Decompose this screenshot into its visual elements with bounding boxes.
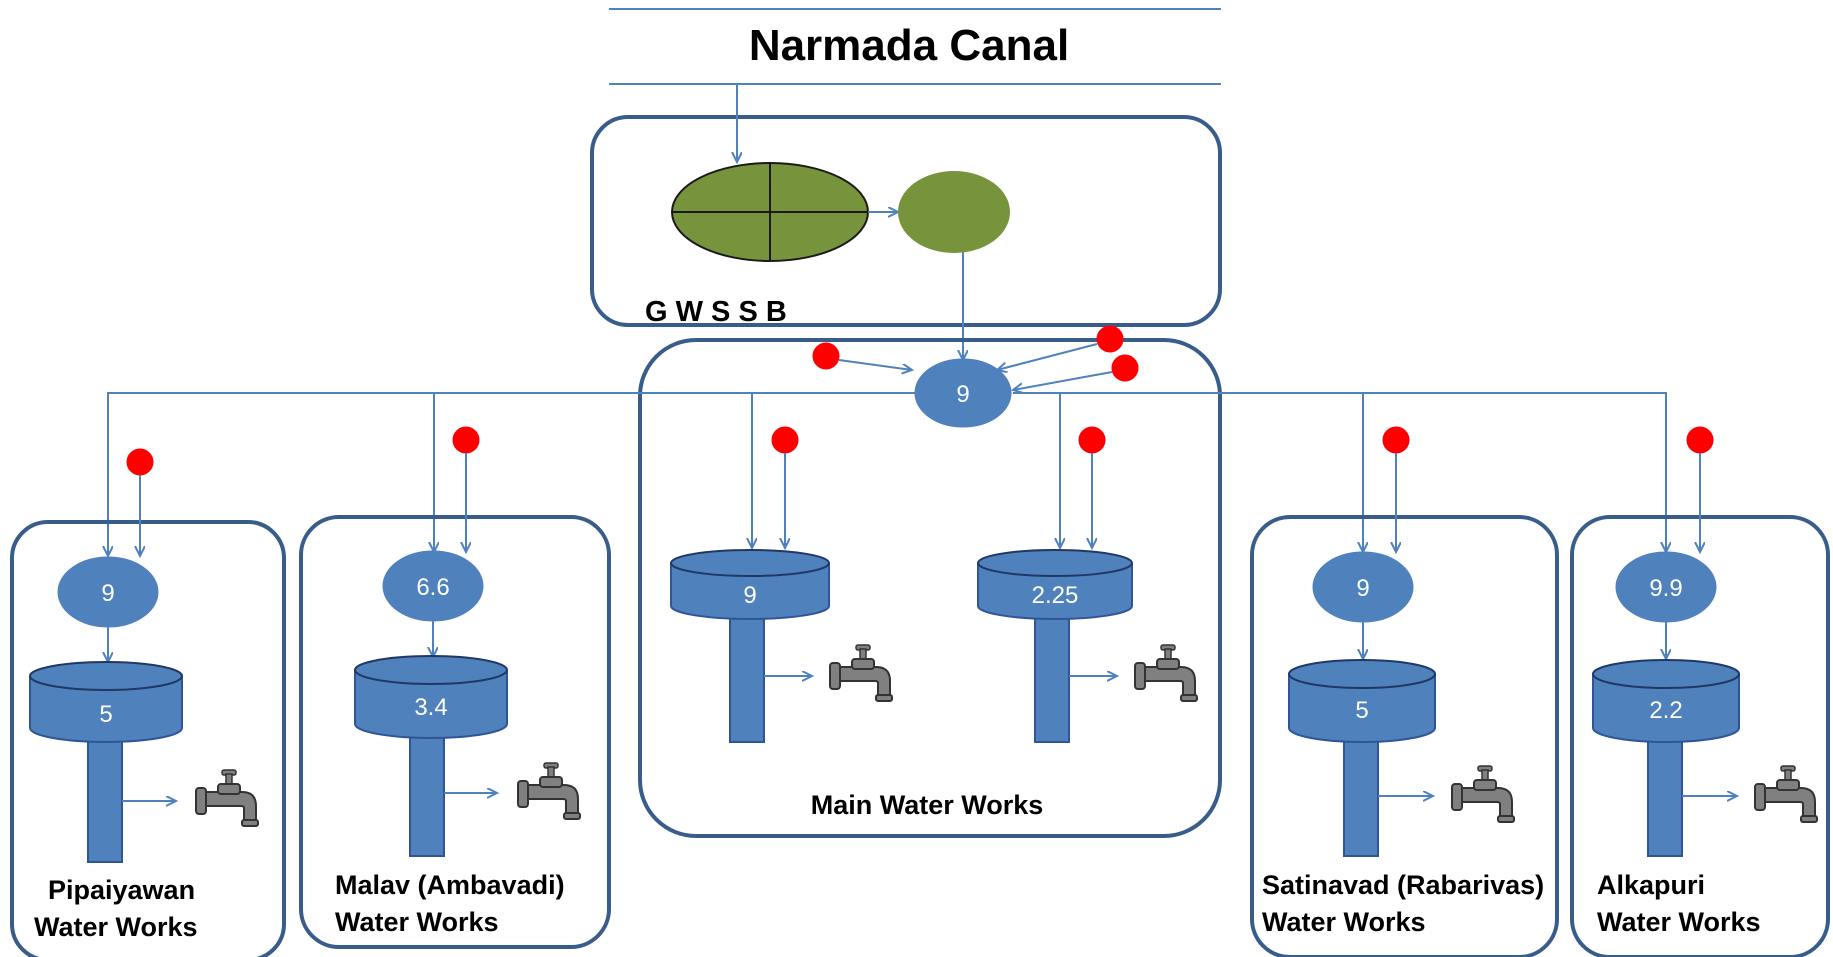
- water-source-dot: [1078, 426, 1106, 454]
- narmada-canal-header: Narmada Canal: [609, 8, 1221, 85]
- gwssb-label: G W S S B: [645, 296, 787, 328]
- main-water-works-label: Main Water Works: [811, 790, 1044, 820]
- water-source-dot: [812, 342, 840, 370]
- malav-label-line1: Malav (Ambavadi): [335, 870, 565, 900]
- gwssb-box: G W S S B: [590, 84, 1222, 360]
- alkapuri-label-line2: Water Works: [1597, 907, 1761, 937]
- satinavad-label-line1: Satinavad (Rabarivas): [1262, 870, 1544, 900]
- water-tap-icon: [829, 644, 893, 702]
- satinavad-label-line2: Water Works: [1262, 907, 1426, 937]
- water-source-dot: [1686, 426, 1714, 454]
- page-title: Narmada Canal: [749, 21, 1069, 70]
- water-source-dot: [1382, 426, 1410, 454]
- malav-label-line2: Water Works: [335, 907, 499, 937]
- distribution-pipe: [108, 392, 1666, 556]
- pipaiyawan-tank-value: 5: [99, 701, 112, 728]
- water-source-dot: [771, 426, 799, 454]
- satinavad-sump-value: 9: [1356, 575, 1369, 602]
- works-box-pipaiyawan: 9 5 Pipaiyawan Water Works: [10, 448, 286, 957]
- main-tank-2-value: 2.25: [1032, 582, 1079, 609]
- water-tap-icon: [1451, 765, 1515, 823]
- works-box-malav: 6.6 3.4 Malav (Ambavadi) Water Works: [299, 426, 611, 949]
- water-tap-icon: [1754, 765, 1818, 823]
- water-tap-icon: [195, 769, 259, 827]
- water-source-dot: [452, 426, 480, 454]
- water-source-dot: [1096, 325, 1124, 353]
- works-box-satinavad: 9 5 Satinavad (Rabarivas) Water Works: [1250, 426, 1559, 957]
- alkapuri-tank-value: 2.2: [1649, 697, 1682, 724]
- malav-tank-value: 3.4: [414, 694, 447, 721]
- works-box-alkapuri: 9.9 2.2 Alkapuri Water Works: [1570, 426, 1830, 957]
- pipaiyawan-sump-value: 9: [101, 580, 114, 607]
- pipaiyawan-label-line1: Pipaiyawan: [48, 875, 195, 905]
- pipaiyawan-label-line2: Water Works: [34, 912, 198, 942]
- water-source-dot: [126, 448, 154, 476]
- main-tank-1-value: 9: [743, 582, 756, 609]
- clear-water-reservoir-icon: [898, 171, 1010, 253]
- water-source-dot: [1111, 354, 1139, 382]
- malav-sump-value: 6.6: [416, 574, 449, 601]
- alkapuri-label-line1: Alkapuri: [1597, 870, 1705, 900]
- main-sump-value: 9: [956, 381, 969, 408]
- alkapuri-sump-value: 9.9: [1649, 575, 1682, 602]
- satinavad-tank-value: 5: [1355, 697, 1368, 724]
- main-water-works-box: 9 9 2.25 Main Water Works: [638, 325, 1222, 838]
- water-tap-icon: [1134, 644, 1198, 702]
- water-tap-icon: [517, 762, 581, 820]
